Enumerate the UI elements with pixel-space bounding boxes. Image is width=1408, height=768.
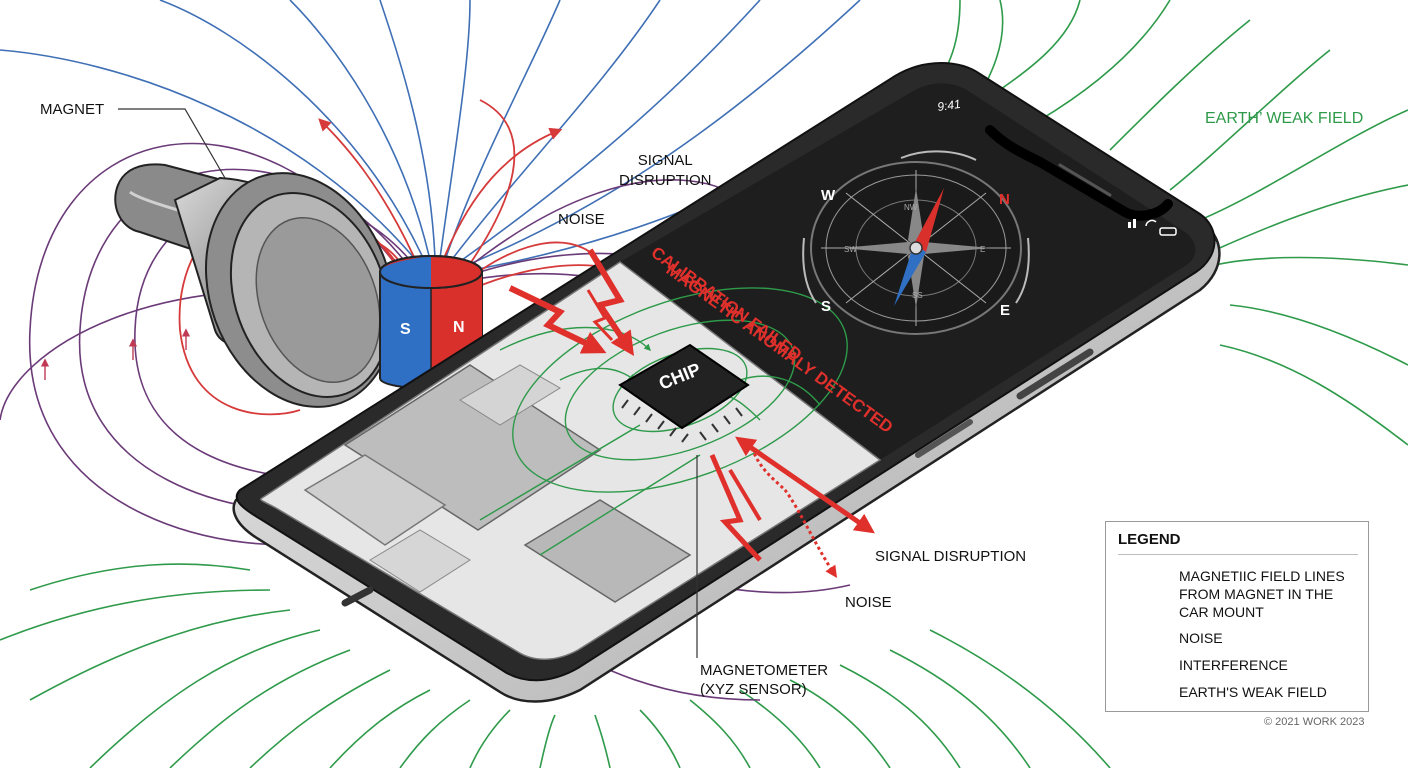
earth-field-label: EARTH’ WEAK FIELD	[1205, 110, 1364, 127]
compass-ss: SS	[912, 291, 923, 300]
noise-bottom-label: NOISE	[845, 594, 892, 611]
pole-n-label: N	[453, 319, 465, 336]
signal-disruption-top-label: SIGNAL DISRUPTION	[619, 152, 712, 189]
compass-w: W	[821, 187, 836, 204]
legend-item-interference: INTERFERENCE	[1179, 657, 1288, 673]
legend-item-earth-field: EARTH'S WEAK FIELD	[1179, 684, 1327, 700]
legend-divider	[1118, 554, 1358, 555]
noise-arrows	[508, 248, 875, 578]
legend-item-magnet-field: MAGNETIIC FIELD LINES FROM MAGNET IN THE…	[1179, 568, 1345, 620]
status-icons	[1128, 219, 1177, 236]
magnetometer-chip: CHIP	[618, 343, 750, 443]
compass-s: S	[821, 298, 831, 315]
compass-e-minor: E	[980, 245, 985, 254]
compass-nw: NW	[904, 203, 918, 212]
noise-top-label: NOISE	[558, 211, 605, 228]
magnetometer-label: MAGNETOMETER (XYZ SENSOR)	[700, 662, 829, 698]
legend-item-noise: NOISE	[1179, 630, 1223, 646]
signal-disruption-right-label: SIGNAL DISRUPTION	[875, 548, 1027, 565]
car-vent-mount	[114, 163, 396, 408]
legend-title: LEGEND	[1118, 531, 1181, 548]
leader-lines	[118, 108, 698, 658]
copyright: © 2021 WORK 2023	[1264, 716, 1365, 728]
compass-n: N	[999, 191, 1010, 208]
legend: LEGEND MAGNETIIC FIELD LINES FROM MAGNET…	[1105, 521, 1369, 712]
smartphone: CHIP	[232, 62, 1221, 703]
compass-sw: SW	[844, 245, 857, 254]
magnet-label: MAGNET	[40, 101, 105, 118]
compass-e: E	[1000, 302, 1010, 319]
pole-s-label: S	[400, 321, 411, 338]
compass-dial: W N S E NW SS E SW	[802, 150, 1030, 335]
status-time: 9:41	[936, 97, 961, 114]
